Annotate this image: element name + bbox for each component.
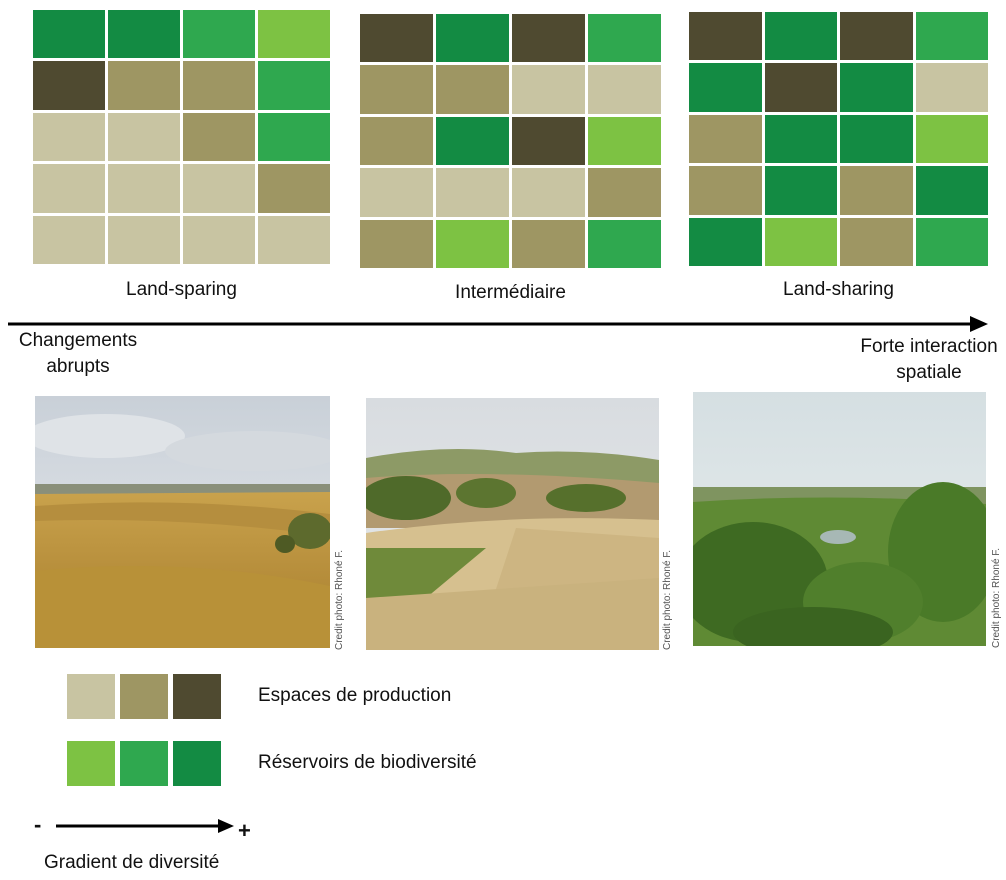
photo-land-sharing <box>693 392 986 646</box>
grid-cell <box>436 219 509 268</box>
swatch-biodiv-mid <box>120 741 168 786</box>
grid-cell <box>512 14 585 63</box>
grid-cell <box>360 219 433 268</box>
gradient-arrow <box>56 819 234 833</box>
grid-cell <box>108 61 180 110</box>
axis-right-line1: Forte interaction <box>860 336 998 357</box>
grid-cell <box>33 10 105 59</box>
photo-credit-2: Credit photo: Rhoné F. <box>662 549 673 650</box>
grid-cell <box>258 164 330 213</box>
grid-cell <box>588 65 661 114</box>
grid-cell <box>183 215 255 264</box>
grid-cell <box>915 63 988 112</box>
swatch-production-mid <box>120 674 168 719</box>
grid-cell <box>840 114 913 164</box>
grid-cell <box>360 14 433 63</box>
grid-cell <box>436 116 509 166</box>
caption-land-sparing: Land-sparing <box>126 279 237 300</box>
grid-cell <box>764 166 837 215</box>
gradient-minus: - <box>34 812 42 837</box>
grid-cell <box>764 63 837 112</box>
grid-cell <box>33 61 105 110</box>
gradient-plus: + <box>238 818 251 843</box>
grid-cell <box>915 114 988 164</box>
grid-cell <box>689 166 762 215</box>
grid-cell <box>436 65 509 114</box>
grid-cell <box>512 168 585 217</box>
grid-cell <box>360 65 433 114</box>
grid-cell <box>764 217 837 266</box>
axis-arrow <box>8 316 988 332</box>
grid-cell <box>588 168 661 217</box>
axis-left-line1: Changements <box>18 330 138 351</box>
grid-intermediaire <box>360 14 661 268</box>
grid-cell <box>258 215 330 264</box>
grid-cell <box>764 114 837 164</box>
grid-cell <box>588 14 661 63</box>
grid-cell <box>512 65 585 114</box>
grid-cell <box>183 112 255 162</box>
caption-land-sharing: Land-sharing <box>783 279 894 300</box>
grid-cell <box>588 219 661 268</box>
legend-production-label: Espaces de production <box>258 685 452 706</box>
grid-cell <box>764 12 837 61</box>
grid-cell <box>33 112 105 162</box>
grid-cell <box>689 63 762 112</box>
grid-cell <box>915 217 988 266</box>
grid-land-sharing <box>689 12 988 266</box>
grid-cell <box>840 166 913 215</box>
grid-cell <box>360 168 433 217</box>
grid-cell <box>915 12 988 61</box>
caption-intermediaire: Intermédiaire <box>455 282 566 303</box>
grid-cell <box>183 164 255 213</box>
axis-right-line2: spatiale <box>896 362 962 383</box>
grid-cell <box>689 114 762 164</box>
grid-cell <box>689 12 762 61</box>
grid-cell <box>108 215 180 264</box>
grid-cell <box>108 112 180 162</box>
grid-cell <box>588 116 661 166</box>
grid-cell <box>436 14 509 63</box>
photo-credit-3: Credit photo: Rhoné F. <box>991 547 1002 648</box>
photo-intermediaire <box>366 398 659 650</box>
grid-cell <box>512 116 585 166</box>
grid-cell <box>183 61 255 110</box>
axis-right-label: Forte interaction spatiale <box>852 334 1006 386</box>
grid-cell <box>840 12 913 61</box>
axis-left-label: Changements abrupts <box>8 328 148 380</box>
grid-cell <box>108 164 180 213</box>
grid-cell <box>689 217 762 266</box>
grid-cell <box>840 217 913 266</box>
legend-biodiversity-label: Réservoirs de biodiversité <box>258 752 477 773</box>
grid-cell <box>360 116 433 166</box>
swatch-production-light <box>67 674 115 719</box>
grid-cell <box>258 61 330 110</box>
swatch-biodiv-light <box>67 741 115 786</box>
swatch-production-dark <box>173 674 221 719</box>
grid-cell <box>258 112 330 162</box>
grid-cell <box>258 10 330 59</box>
photo-land-sparing <box>35 396 330 648</box>
swatch-biodiv-dark <box>173 741 221 786</box>
grid-cell <box>108 10 180 59</box>
grid-cell <box>512 219 585 268</box>
gradient-label: Gradient de diversité <box>44 852 220 873</box>
grid-land-sparing <box>33 10 330 264</box>
grid-cell <box>183 10 255 59</box>
grid-cell <box>915 166 988 215</box>
axis-left-line2: abrupts <box>46 356 110 377</box>
grid-cell <box>33 164 105 213</box>
grid-cell <box>33 215 105 264</box>
photo-credit-1: Credit photo: Rhoné F. <box>334 549 345 650</box>
grid-cell <box>840 63 913 112</box>
grid-cell <box>436 168 509 217</box>
